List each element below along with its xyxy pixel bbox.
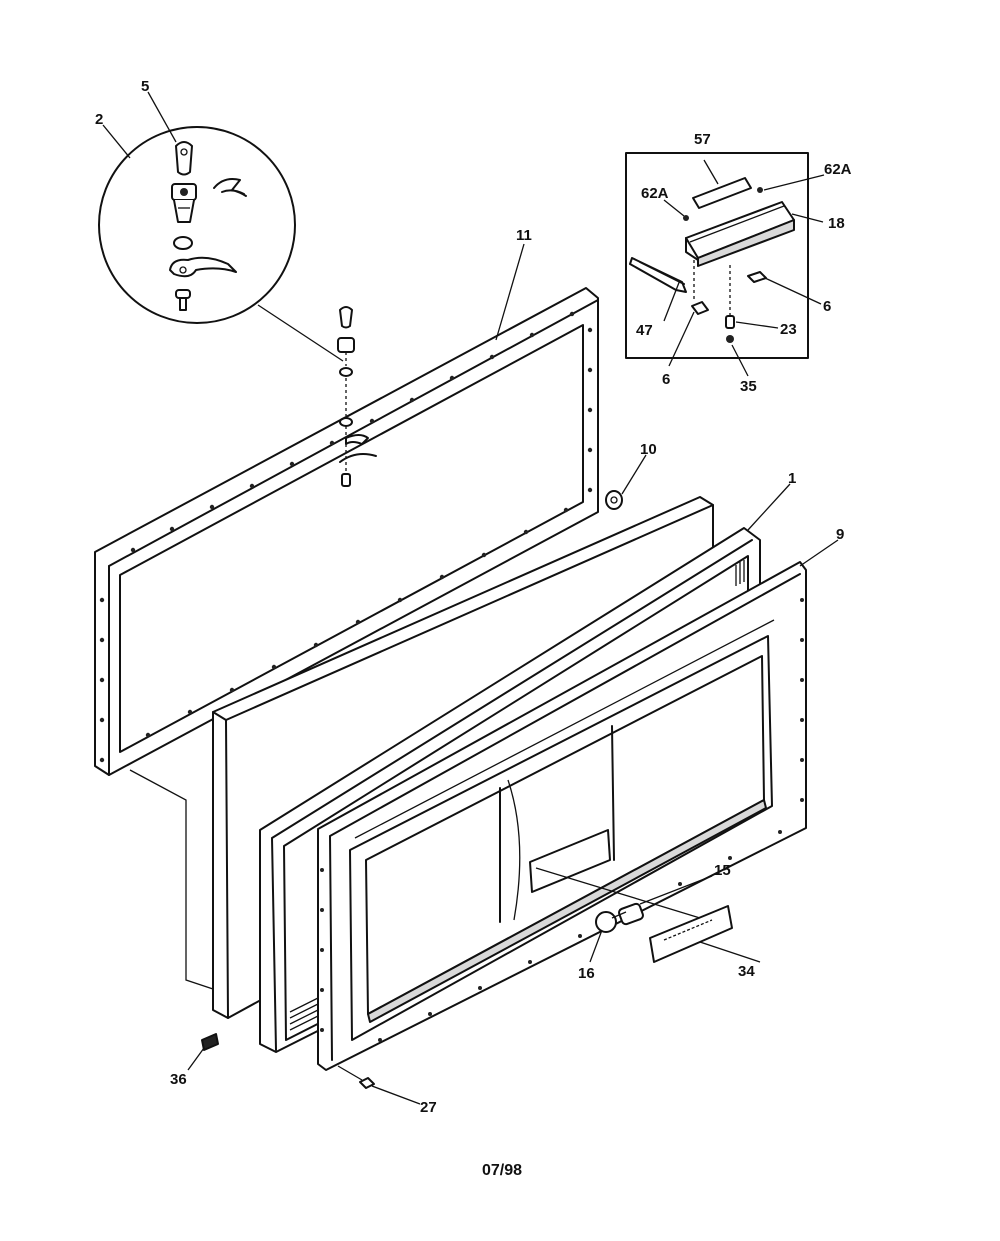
callout-35: 35 — [740, 378, 757, 395]
callout-11: 11 — [516, 227, 532, 244]
thermostat-knob — [595, 902, 644, 933]
callout-9: 9 — [836, 526, 844, 543]
callout-62a-left: 62A — [641, 185, 669, 202]
callout-5: 5 — [141, 78, 149, 95]
lock-cylinder — [171, 183, 197, 223]
lid-lock-parts — [337, 306, 377, 487]
callout-6-right: 6 — [823, 298, 831, 315]
callout-labels: 5 2 11 57 62A 62A 18 6 23 47 6 35 10 1 9… — [95, 78, 852, 1116]
callout-2: 2 — [95, 111, 103, 128]
revision-date: 07/98 — [482, 1162, 522, 1179]
bumper — [605, 490, 623, 510]
lock-clip — [213, 178, 247, 197]
handle-body — [685, 201, 795, 267]
callout-23: 23 — [780, 321, 797, 338]
lock-screw — [175, 289, 191, 311]
lock-key — [175, 141, 193, 176]
trim-strip — [692, 177, 752, 209]
callout-18: 18 — [828, 215, 845, 232]
leader-lines — [102, 91, 839, 1105]
liner-vent-top — [735, 558, 749, 586]
outer-lid-frame — [94, 287, 599, 776]
nut — [726, 335, 734, 343]
callout-6-left: 6 — [662, 371, 670, 388]
spring — [725, 315, 735, 329]
liner-vent-bottom — [289, 997, 319, 1031]
callout-47: 47 — [636, 322, 653, 339]
lock-detail-circle — [98, 126, 296, 324]
callout-27: 27 — [420, 1099, 437, 1116]
callout-57: 57 — [694, 131, 711, 148]
clip-left — [691, 301, 709, 315]
callout-62a-right: 62A — [824, 161, 852, 178]
callout-36: 36 — [170, 1071, 187, 1088]
callout-16: 16 — [578, 965, 595, 982]
lock-ring — [173, 236, 193, 250]
callout-1: 1 — [788, 470, 796, 487]
door-gasket-frame — [317, 561, 807, 1071]
frame-screw — [359, 1077, 375, 1089]
lock-cam — [169, 256, 237, 278]
callout-10: 10 — [640, 441, 657, 458]
lid-holes — [99, 311, 593, 763]
callout-15: 15 — [714, 862, 731, 879]
handle-bracket — [629, 257, 687, 293]
callout-34: 34 — [738, 963, 755, 980]
label-plate — [649, 905, 733, 963]
hinge-clip — [201, 1033, 219, 1051]
clip-right — [747, 271, 767, 283]
handle-detail-box — [625, 152, 809, 359]
